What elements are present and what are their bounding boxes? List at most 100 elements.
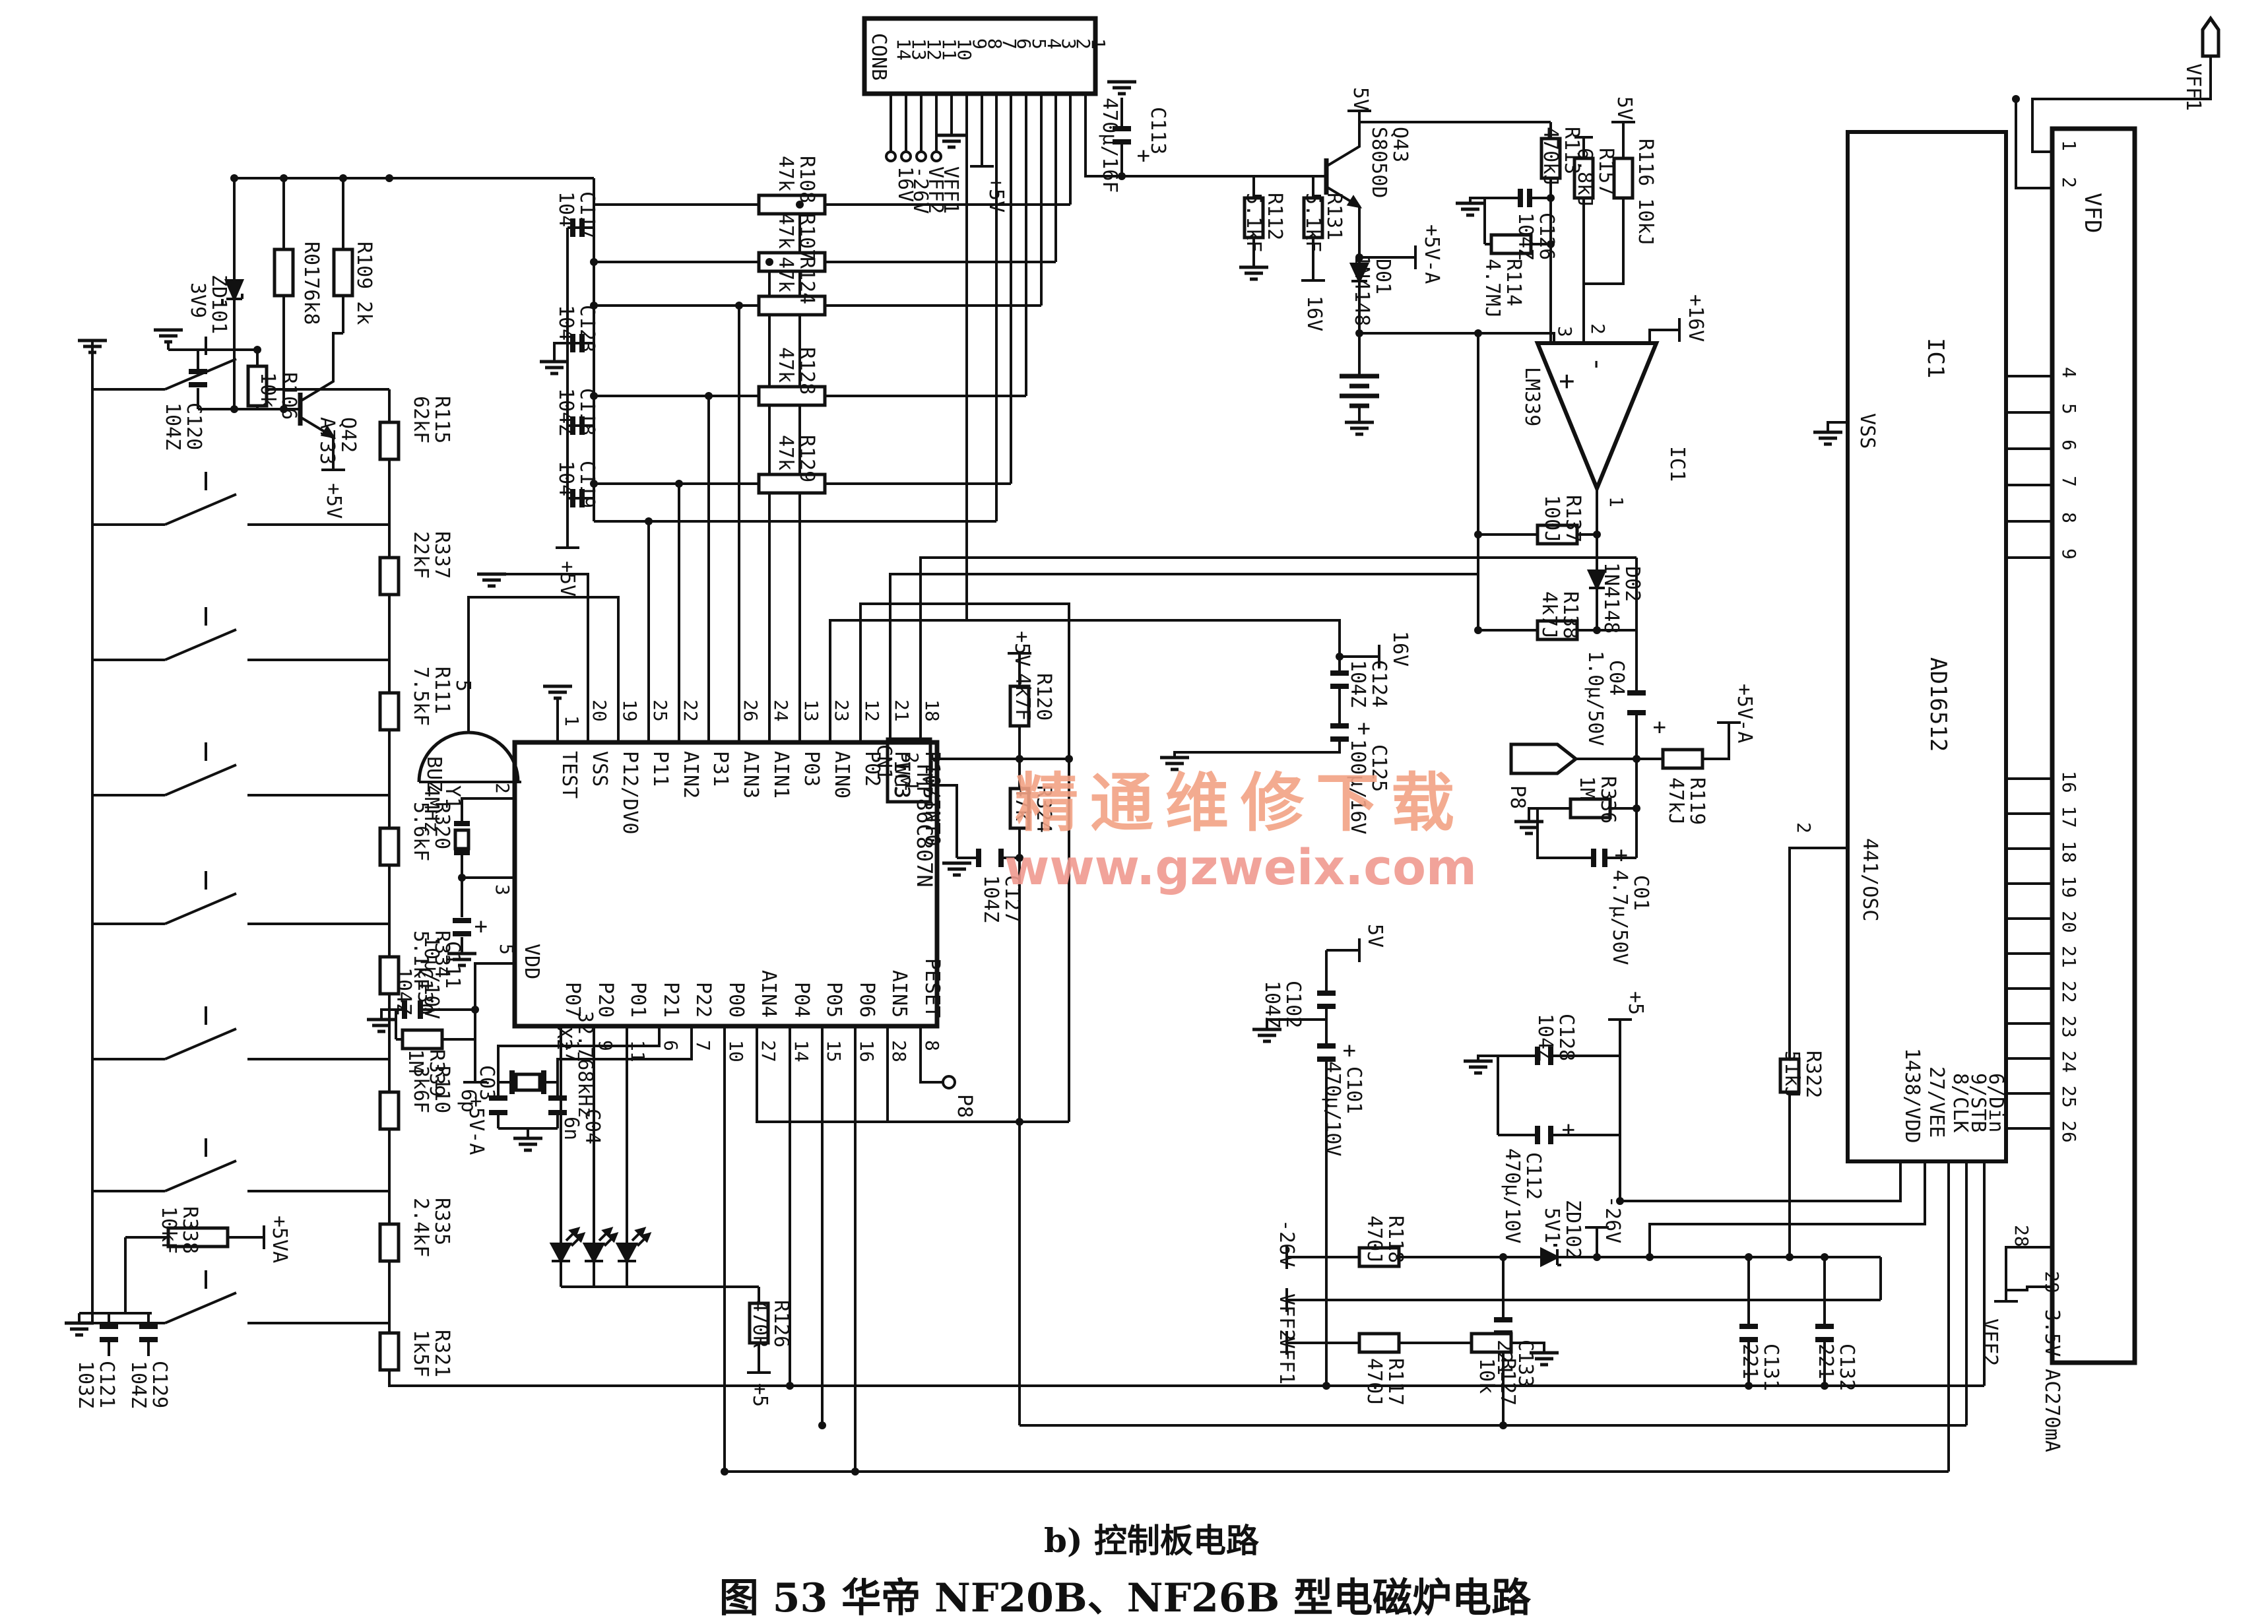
component-label: IC1 [1922, 338, 1949, 378]
component-label: +5V [556, 561, 579, 597]
component-label: 47k [774, 213, 797, 249]
component-label: +5V [322, 483, 345, 519]
component-label: 2 [2058, 177, 2080, 188]
junction-dot [471, 1006, 479, 1014]
component-label: 5.1kF [1301, 193, 1324, 252]
component-label: 104 [554, 305, 577, 341]
junction-dot [1633, 804, 1640, 812]
component-label: P10/INT0 [921, 751, 944, 847]
component-body [514, 1072, 542, 1092]
component-label: 5.1kF [409, 930, 432, 990]
component-label: C133 [1514, 1340, 1537, 1387]
component-label: 104 [554, 191, 577, 227]
component-label: P06 [855, 982, 878, 1018]
component-label: +5V [985, 177, 1008, 212]
component-label: C126 [1535, 212, 1558, 260]
ic-box [2050, 126, 2137, 1365]
component-body [378, 1222, 401, 1263]
junction-dot [1474, 329, 1482, 337]
component-label: BUZ [422, 756, 445, 792]
component-label: +5V-A [1420, 224, 1443, 284]
component-label: +5V-A [1733, 684, 1756, 743]
component-label: 103Z [74, 1361, 97, 1408]
component-label: 4k7F [1011, 673, 1034, 721]
component-label: R114 [1502, 259, 1525, 306]
component-label: 10k [1475, 1358, 1498, 1394]
component-label: 62kF [409, 396, 432, 443]
component-label: 5 [1028, 38, 1050, 49]
component-label: 441/OSC [1858, 838, 1881, 921]
component-label: ZD102 [1561, 1200, 1584, 1259]
component-label: 5 [451, 680, 474, 692]
component-label: 9 [2058, 548, 2080, 560]
component-label: 47k [774, 435, 797, 471]
junction-dot [1633, 755, 1640, 763]
component-label: 22 [680, 699, 701, 722]
component-label: A733 [315, 417, 339, 465]
component-label: 5 [2058, 403, 2080, 414]
component-label: P20 [594, 982, 617, 1018]
junction-dot [675, 480, 683, 488]
component-body [1008, 787, 1031, 830]
component-label: 100J [1540, 495, 1563, 542]
component-label: 470kJ [1539, 127, 1562, 186]
component-label: C102 [1281, 981, 1305, 1028]
component-body [401, 1028, 444, 1051]
component-label: C118 [575, 388, 599, 436]
component-body [1243, 196, 1265, 240]
component-label: R129 [795, 435, 818, 482]
component-label: 6p [457, 1089, 480, 1113]
component-label: -26V [1275, 1219, 1298, 1267]
junction-dot [1547, 240, 1555, 248]
component-label: 24 [2058, 1051, 2080, 1073]
component-label: 23 [831, 699, 853, 722]
component-label: C131 [1759, 1344, 1782, 1391]
component-label: 3 [1058, 38, 1080, 49]
component-label: Q43 [1388, 127, 1411, 162]
component-label: 221 [1814, 1344, 1837, 1379]
watermark-url: www.gzweix.com [1004, 839, 1477, 896]
component-label: 4 [1043, 38, 1065, 49]
component-label: 14 [893, 38, 915, 61]
component-label: AIN4 [757, 970, 780, 1018]
component-label: 20 [2058, 911, 2080, 933]
terminal-circle [900, 150, 912, 162]
component-label: 25 [649, 699, 671, 722]
component-label: VFF2 [1978, 1318, 2001, 1366]
component-label: P12/DV0 [618, 751, 641, 834]
component-label: R128 [795, 347, 818, 395]
component-label: 5V [1363, 924, 1386, 948]
component-label: 22 [2058, 981, 2080, 1003]
component-label: P04 [790, 982, 813, 1018]
component-label: C04 [581, 1109, 604, 1144]
component-label: 22kF [409, 531, 432, 579]
component-label: R137 [1561, 495, 1584, 542]
component-label: VSS [588, 751, 611, 787]
component-label: 104Z [979, 875, 1002, 923]
component-label: 100μ/16V [1346, 739, 1369, 835]
component-label: R0176k8 [300, 242, 323, 325]
junction-dot [1118, 172, 1126, 180]
component-label: +5VA [268, 1216, 291, 1263]
component-label: 9/STB [1966, 1073, 1990, 1132]
component-label: 32.768kHz [573, 1011, 597, 1119]
component-label: 4MHz [420, 785, 443, 833]
component-body [378, 420, 401, 461]
component-label: P31 [709, 751, 732, 787]
component-label: 2 [492, 783, 513, 794]
component-label: VFF2 [1275, 1293, 1298, 1341]
junction-dot [1547, 194, 1555, 202]
terminal-circle [915, 150, 927, 162]
component-label: 470R [748, 1300, 771, 1348]
component-label: 23 [2058, 1016, 2080, 1038]
component-label: 5V [1613, 96, 1636, 120]
component-body [1489, 233, 1533, 255]
schematic-components [65, 15, 2220, 1476]
component-label: + [1336, 1044, 1363, 1057]
component-body [1470, 1332, 1513, 1354]
component-label: R115 [430, 396, 453, 443]
component-label: +5 [1624, 991, 1647, 1015]
component-label: 16 [2058, 771, 2080, 793]
component-body [378, 691, 401, 732]
